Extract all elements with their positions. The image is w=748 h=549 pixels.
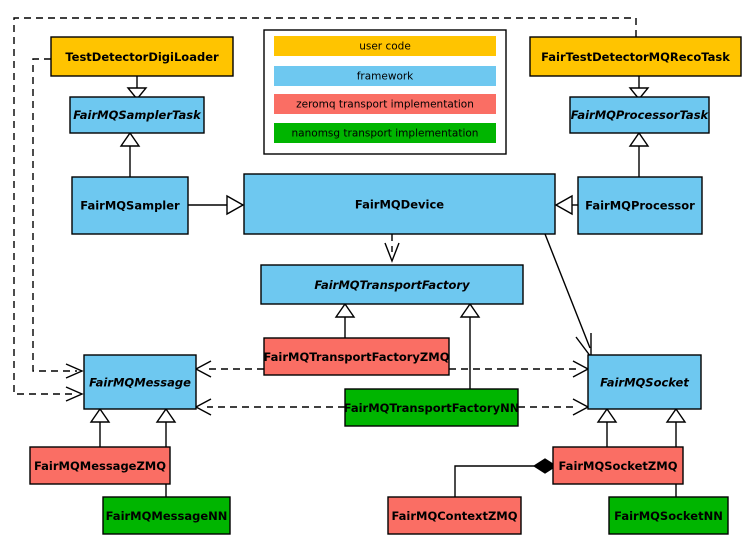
node-label-test-detector-digi-loader: TestDetectorDigiLoader [65,50,219,64]
edge-digiloader-uses-message [32,58,84,379]
node-label-fair-mq-message-nn: FairMQMessageNN [106,509,228,523]
legend-swatch-user-code [274,36,496,56]
edge-device-uses-socket [544,233,592,360]
edge-sampler-inherits-device [188,194,245,216]
node-fair-mq-message-nn[interactable]: FairMQMessageNN [102,496,231,535]
edge-digiloader-inherits-samplertask [126,76,148,101]
node-label-fair-mq-processor: FairMQProcessor [585,199,695,213]
legend: user code framework zeromq transport imp… [263,29,507,155]
node-fair-mq-message-zmq[interactable]: FairMQMessageZMQ [29,446,171,485]
edge-socketzmq-composes-contextzmq [454,458,558,497]
node-label-fair-mq-transport-factory-zmq: FairMQTransportFactoryZMQ [263,350,449,364]
node-fair-mq-sampler-task[interactable]: FairMQSamplerTask [69,96,205,134]
edge-factorynn-creates-socket [518,398,590,416]
edge-socketzmq-inherits-socket [596,407,618,447]
node-label-fair-mq-sampler-task: FairMQSamplerTask [73,108,202,122]
legend-item-zeromq: zeromq transport implementation [274,94,496,114]
legend-swatch-nanomsg [274,123,496,143]
legend-item-nanomsg: nanomsg transport implementation [274,123,496,143]
edge-factoryzmq-inherits-factory [334,302,356,338]
node-fair-mq-socket-nn[interactable]: FairMQSocketNN [608,496,729,535]
node-test-detector-digi-loader[interactable]: TestDetectorDigiLoader [50,36,234,77]
node-label-fair-mq-transport-factory-nn: FairMQTransportFactoryNN [344,401,520,415]
node-label-fair-mq-sampler: FairMQSampler [80,199,180,213]
node-fair-mq-device[interactable]: FairMQDevice [243,173,556,235]
edge-samplertask-to-sampler [119,131,141,177]
node-fair-mq-transport-factory-nn[interactable]: FairMQTransportFactoryNN [344,388,520,427]
edge-layer [13,17,687,497]
edge-recotask-inherits-processortask [628,76,650,101]
node-label-fair-mq-socket: FairMQSocket [600,376,689,390]
edge-device-uses-transportfactory [384,234,400,263]
node-label-fair-mq-device: FairMQDevice [355,198,444,212]
edge-recotask-uses-message [13,17,637,402]
edge-messagezmq-inherits-message [89,407,111,447]
node-label-fair-test-detector-mq-reco-task: FairTestDetectorMQRecoTask [541,50,730,64]
legend-item-user-code: user code [274,36,496,56]
node-label-fair-mq-socket-zmq: FairMQSocketZMQ [559,459,678,473]
node-fair-mq-socket-zmq[interactable]: FairMQSocketZMQ [552,446,684,485]
legend-label-zeromq: zeromq transport implementation [296,99,474,111]
node-label-fair-mq-message: FairMQMessage [89,376,191,390]
node-fair-mq-processor[interactable]: FairMQProcessor [577,176,703,235]
legend-label-user-code: user code [359,41,411,53]
edge-factorynn-creates-message [194,398,345,416]
node-fair-mq-sampler[interactable]: FairMQSampler [71,176,189,235]
node-label-fair-mq-transport-factory: FairMQTransportFactory [314,278,470,292]
legend-label-framework: framework [357,71,414,83]
legend-swatch-zeromq [274,94,496,114]
node-label-fair-mq-message-zmq: FairMQMessageZMQ [34,459,166,473]
node-label-fair-mq-socket-nn: FairMQSocketNN [614,509,723,523]
node-fair-mq-transport-factory-zmq[interactable]: FairMQTransportFactoryZMQ [263,337,450,376]
node-fair-mq-transport-factory[interactable]: FairMQTransportFactory [260,264,524,305]
edge-factoryzmq-creates-message [194,360,264,378]
node-layer: TestDetectorDigiLoader FairTestDetectorM… [29,36,742,535]
edge-factorynn-inherits-factory [459,302,481,389]
edge-processor-inherits-device [554,194,578,216]
node-label-fair-mq-processor-task: FairMQProcessorTask [571,108,710,122]
edge-processortask-to-processor [628,131,650,177]
legend-item-framework: framework [274,66,496,86]
legend-label-nanomsg: nanomsg transport implementation [292,128,479,140]
node-fair-mq-message[interactable]: FairMQMessage [83,354,197,410]
node-fair-mq-context-zmq[interactable]: FairMQContextZMQ [387,496,522,535]
legend-swatch-framework [274,66,496,86]
node-fair-mq-socket[interactable]: FairMQSocket [587,354,702,410]
node-fair-mq-processor-task[interactable]: FairMQProcessorTask [569,96,710,134]
node-label-fair-mq-context-zmq: FairMQContextZMQ [391,509,517,523]
node-fair-test-detector-mq-reco-task[interactable]: FairTestDetectorMQRecoTask [529,36,742,77]
